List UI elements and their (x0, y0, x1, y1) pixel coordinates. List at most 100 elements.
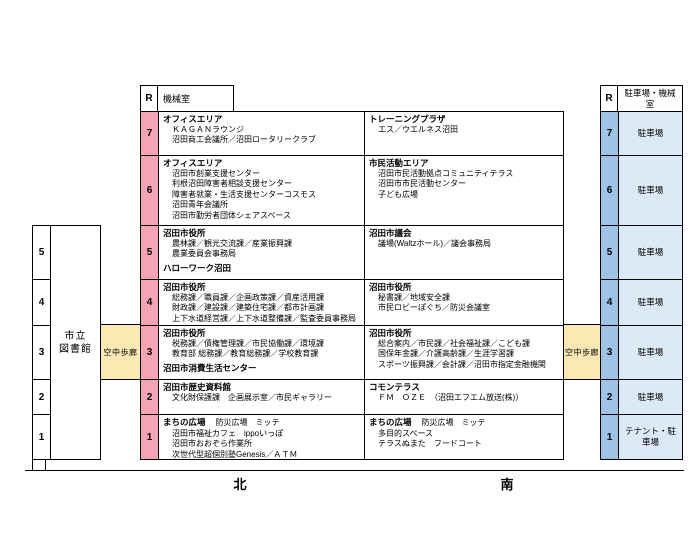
floor2-north-cell: 沼田市歴史資料館 文化財保護課 企画展示室／市民ギャラリー (159, 380, 365, 415)
ground-line (25, 470, 684, 471)
floor7-north-cell: オフィスエリア ＫＡＧＡＮラウンジ 沼田商工会議所／沼田ロータリークラブ (159, 112, 365, 156)
main-floor-number-5: 5 (141, 226, 159, 280)
direction-north-label: 北 (233, 477, 247, 492)
walkway-right: 空中歩廊 (563, 324, 601, 380)
facility-header: 沼田市役所 (369, 282, 412, 292)
parking-floor-number-6: 6 (601, 156, 619, 226)
facility-line: 沼田市勤労者団体シェアスペース (172, 210, 292, 220)
facility-header: 沼田市消費生活センター (163, 362, 257, 373)
parking-floor-number-2: 2 (601, 380, 619, 415)
facility-line: 農業委員会事務局 (172, 249, 236, 258)
facility-line: 総務課／職員課／企画政策課／資産活用課 (172, 292, 324, 302)
facility-line: ＫＡＧＡＮラウンジ (172, 124, 244, 134)
facility-line: 沼田市おおぞら作業所 (172, 439, 252, 448)
main-building: 7 オフィスエリア ＫＡＧＡＮラウンジ 沼田商工会議所／沼田ロータリークラブ ト… (140, 111, 564, 460)
library-wing: 市立 図書館 5 4 3 2 1 (32, 225, 101, 460)
facility-line: 文化財保護課 企画展示室／市民ギャラリー (172, 392, 332, 402)
facility-line: 利根沼田障害者相談支援センター (172, 179, 292, 188)
facility-line: 沼田市市民活動センター (378, 179, 466, 188)
facility-header: トレーニングプラザ (369, 114, 446, 124)
parking-cell-3: 駐車場 (619, 326, 683, 380)
facility-line: 税務課／債権管理課／市民協働課／環境課 (172, 338, 324, 348)
floor6-north-cell: オフィスエリア 沼田市創業支援センター 利根沼田障害者相談支援センター 障害者就… (159, 156, 365, 226)
parking-floor-number-7: 7 (601, 112, 619, 156)
floor3-north-cell: 沼田市役所 税務課／債権管理課／市民協働課／環境課 教育部 総務課／教育総務課／… (159, 326, 365, 380)
main-floor-number-7: 7 (141, 112, 159, 156)
facility-subheader: 防災広場 ミッテ (421, 418, 486, 427)
facility-line: 障害者就業・生活支援センターコスモス (172, 189, 316, 199)
main-floor-number-2: 2 (141, 380, 159, 415)
parking-cell-6: 駐車場 (619, 156, 683, 226)
library-floor-number-1: 1 (33, 415, 51, 460)
facility-header: 沼田市役所 (163, 228, 206, 238)
facility-line: 財政課／建設課／建築住宅課／都市計画課 (172, 303, 324, 312)
library-floor-number-3: 3 (33, 326, 51, 380)
floor5-north-cell: 沼田市役所 農林課／観光交流課／産業振興課 農業委員会事務局 ハローワーク沼田 (159, 226, 365, 280)
main-floor-number-3: 3 (141, 326, 159, 380)
facility-line: ＦＭ ＯＺＥ （沼田エフエム放送(株)） (378, 392, 524, 402)
facility-line: 農林課／観光交流課／産業振興課 (172, 238, 292, 248)
floor1-south-cell: まちの広場防災広場 ミッテ 多目的スペース テラスぬまた フードコート (365, 415, 564, 460)
floor5-south-cell: 沼田市議会 議場(Waltzホール)／議会事務局 (365, 226, 564, 280)
facility-header: ハローワーク沼田 (163, 262, 232, 273)
parking-cell-1: テナント・駐車場 (619, 415, 683, 460)
facility-line: 市民ロビーぽぐち／防災会議室 (378, 303, 490, 312)
facility-line: 沼田市民活動拠点コミュニティテラス (378, 168, 514, 178)
parking-roof-label: 駐車場・機械室 (617, 85, 683, 112)
parking-cell-5: 駐車場 (619, 226, 683, 280)
facility-line: 沼田市創業支援センター (172, 168, 260, 178)
parking-cell-7: 駐車場 (619, 112, 683, 156)
main-floor-number-1: 1 (141, 415, 159, 460)
library-name-line1: 市立 (64, 330, 87, 342)
library-floor-number-2: 2 (33, 380, 51, 415)
walkway-left: 空中歩廊 (100, 324, 141, 380)
facility-line: 秘書課／地域安全課 (378, 292, 450, 302)
floor4-north-cell: 沼田市役所 総務課／職員課／企画政策課／資産活用課 財政課／建設課／建築住宅課／… (159, 280, 365, 326)
facility-line: 教育部 総務課／教育総務課／学校教育課 (172, 349, 319, 358)
facility-header: オフィスエリア (163, 114, 223, 124)
facility-line: 沼田青年会議所 (172, 200, 228, 209)
facility-header: まちの広場 (163, 417, 206, 427)
facility-header-row: まちの広場防災広場 ミッテ (163, 417, 361, 429)
floor4-south-cell: 沼田市役所 秘書課／地域安全課 市民ロビーぽぐち／防災会議室 (365, 280, 564, 326)
facility-header: コモンテラス (369, 382, 420, 392)
facility-header: まちの広場 (369, 417, 412, 427)
facility-subheader: 防災広場 ミッテ (215, 418, 280, 427)
floor7-south-cell: トレーニングプラザ エス／ウエルネス沼田 (365, 112, 564, 156)
floor1-north-cell: まちの広場防災広場 ミッテ 沼田市福祉カフェ ippoいっぽ 沼田市おおぞら作業… (159, 415, 365, 460)
facility-line: 総合案内／市民課／社会福祉課／こども課 (378, 338, 530, 348)
parking-cell-4: 駐車場 (619, 280, 683, 326)
parking-roof-floor-letter: R (600, 85, 618, 112)
facility-line: 多目的スペース (378, 428, 434, 438)
parking-cell-2: 駐車場 (619, 380, 683, 415)
library-cell: 市立 図書館 (51, 226, 101, 460)
parking-floor-number-3: 3 (601, 326, 619, 380)
facility-line: テラスぬまた フードコート (378, 439, 482, 448)
facility-header: 沼田市議会 (369, 228, 412, 238)
facility-line: 議場(Waltzホール)／議会事務局 (378, 238, 492, 248)
facility-line: 沼田市福祉カフェ ippoいっぽ (172, 428, 284, 438)
facility-header: 市民活動エリア (369, 158, 429, 168)
parking-floor-number-5: 5 (601, 226, 619, 280)
parking-floor-number-1: 1 (601, 415, 619, 460)
facility-line: 国保年金課／介護高齢課／生涯学習課 (378, 349, 514, 358)
library-floor-number-5: 5 (33, 226, 51, 280)
main-roof-machine-room-label: 機械室 (157, 85, 234, 112)
facility-header: 沼田市役所 (163, 328, 206, 338)
facility-line: スポーツ振興課／会計課／沼田市指定金融機関 (378, 359, 546, 369)
facility-header: 沼田市役所 (163, 282, 206, 292)
facility-header: 沼田市役所 (369, 328, 412, 338)
library-floor-number-4: 4 (33, 280, 51, 326)
floor6-south-cell: 市民活動エリア 沼田市民活動拠点コミュニティテラス 沼田市市民活動センター 子ど… (365, 156, 564, 226)
main-floor-number-6: 6 (141, 156, 159, 226)
parking-wing: 7 駐車場 6 駐車場 5 駐車場 4 駐車場 3 駐車場 2 駐車場 1 テナ… (600, 111, 683, 460)
main-floor-number-4: 4 (141, 280, 159, 326)
facility-header-row: まちの広場防災広場 ミッテ (369, 417, 560, 429)
floor3-south-cell: 沼田市役所 総合案内／市民課／社会福祉課／こども課 国保年金課／介護高齢課／生涯… (365, 326, 564, 380)
direction-south-label: 南 (500, 477, 514, 492)
facility-line: 沼田商工会議所／沼田ロータリークラブ (172, 135, 316, 144)
library-name-line2: 図書館 (59, 343, 92, 355)
facility-header: オフィスエリア (163, 158, 223, 168)
main-roof-floor-letter: R (140, 85, 158, 112)
facility-line: 上下水道経営課／上下水道整備課／監査委員事務局 (172, 313, 356, 323)
